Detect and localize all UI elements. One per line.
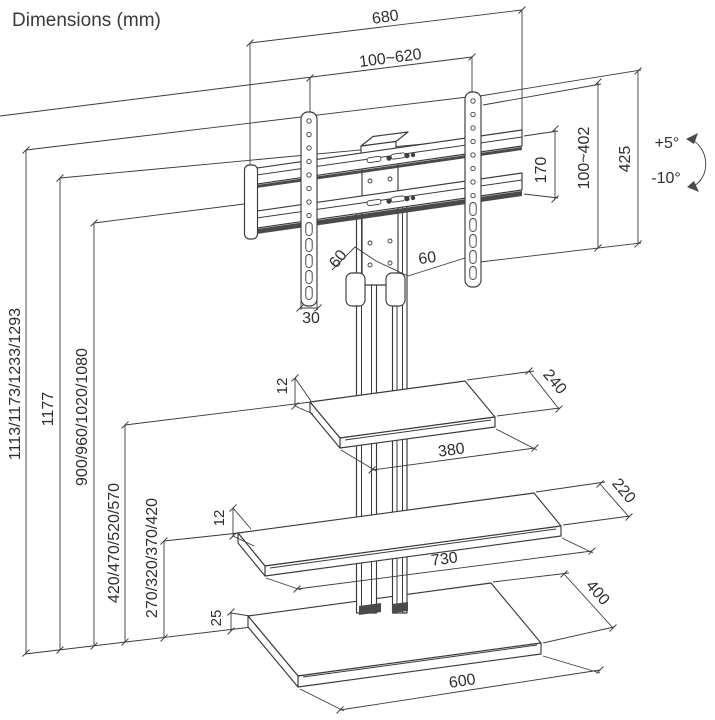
- dim-1177: 1177: [40, 392, 57, 427]
- base-left-face: [247, 615, 299, 688]
- dim-730: 730: [430, 549, 459, 569]
- dim-240: 240: [539, 366, 569, 397]
- dimension-ticks: [22, 6, 642, 714]
- vesa-strip-left: [300, 111, 318, 307]
- shelf-lower: [237, 492, 562, 577]
- dimension-labels: Dimensions (mm) 680 100~620 170 100~402 …: [7, 7, 681, 692]
- dim-shelf2-heights: 270/320/370/420: [144, 498, 161, 618]
- tilt-up-label: +5°: [655, 135, 680, 152]
- rail-hardware: [366, 152, 416, 207]
- base-plate: [247, 582, 542, 688]
- column-mount-left: [345, 272, 366, 307]
- dim-center-heights: 900/960/1020/1080: [74, 348, 91, 486]
- dim-425: 425: [617, 146, 634, 173]
- extension-lines: [0, 9, 642, 655]
- tilt-down-label: -10°: [651, 170, 681, 187]
- plate-holes: [367, 176, 393, 268]
- shelf-upper: [309, 380, 496, 449]
- base-edge-highlight: [302, 644, 538, 678]
- dim-680: 680: [371, 7, 400, 27]
- dim-shelf1-thickness: 12: [274, 378, 291, 395]
- dim-shelf1-heights: 420/470/520/570: [106, 483, 123, 603]
- column-base-shadow: [359, 603, 381, 615]
- dimension-lines: [22, 6, 707, 714]
- dim-220: 220: [608, 475, 638, 506]
- dim-400: 400: [582, 577, 612, 608]
- dim-600: 600: [448, 671, 477, 692]
- rail-end-cap: [243, 164, 259, 240]
- tv-bracket: [243, 91, 523, 307]
- dim-30: 30: [302, 310, 320, 327]
- dim-170: 170: [533, 157, 550, 184]
- vesa-strip-right: [464, 91, 482, 288]
- tilt-arrow-up: [686, 133, 698, 144]
- dim-total-heights: 1113/1173/1233/1293: [7, 308, 24, 460]
- dim-60-depth: 60: [326, 247, 350, 272]
- dim-base-thickness: 25: [208, 610, 225, 627]
- dim-100-402: 100~402: [576, 127, 593, 190]
- dim-380: 380: [437, 440, 466, 460]
- tilt-arc: [687, 137, 707, 189]
- dim-shelf2-thickness: 12: [211, 510, 228, 527]
- column-base-shadow: [392, 602, 408, 613]
- dim-60-width: 60: [417, 249, 437, 268]
- drawing-title: Dimensions (mm): [12, 10, 161, 31]
- tilt-arrow-down: [687, 181, 699, 192]
- column-mount-right: [385, 272, 406, 307]
